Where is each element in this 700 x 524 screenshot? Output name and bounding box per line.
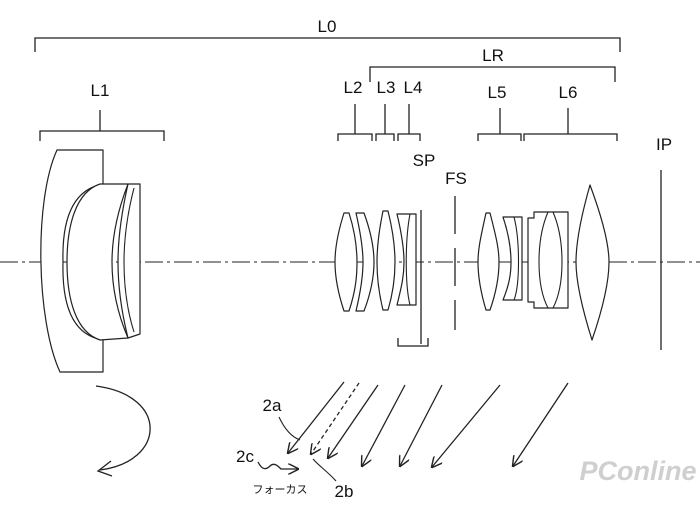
label-L2: L2 xyxy=(344,78,363,97)
label-focus: フォーカス xyxy=(253,483,308,496)
brackets xyxy=(34,37,621,141)
label-SP: SP xyxy=(413,151,436,170)
lens-group-L5 xyxy=(477,212,523,311)
arrow-L3 xyxy=(328,384,379,458)
label-2a: 2a xyxy=(263,396,282,415)
bracket-L4 xyxy=(397,104,421,141)
label-FS: FS xyxy=(445,169,467,188)
aperture-stop-SP xyxy=(397,210,429,347)
lens-L1-second-element xyxy=(66,183,129,341)
lens-L3-element xyxy=(376,210,396,311)
lens-L5-biconvex xyxy=(477,212,500,311)
lens-group-L4 xyxy=(396,213,417,306)
label-2c: 2c xyxy=(236,447,254,466)
movement-arrows xyxy=(257,381,569,482)
label-L6: L6 xyxy=(559,83,578,102)
trajectory-labels: 2a 2c 2b フォーカス xyxy=(236,396,353,501)
bracket-L3 xyxy=(375,104,395,141)
leader-2b xyxy=(312,458,337,482)
arrow-2a xyxy=(288,381,345,453)
arrow-L5 xyxy=(400,384,443,466)
lens-L1-front-element xyxy=(40,149,104,373)
lens-L2-second-element xyxy=(355,212,375,312)
bracket-L1 xyxy=(39,110,165,141)
lens-group-L3 xyxy=(376,210,396,311)
watermark-logo: PConline xyxy=(579,456,696,486)
label-L0: L0 xyxy=(318,17,337,36)
lens-L2-first-element xyxy=(334,212,358,312)
lens-group-L2 xyxy=(334,212,375,312)
arrow-2c-focus xyxy=(257,461,298,469)
lens-L1-cement-surface xyxy=(123,187,135,333)
bracket-L0 xyxy=(34,37,621,52)
lens-group-L1 xyxy=(40,149,141,373)
label-2b: 2b xyxy=(335,482,354,501)
group-labels: L0 LR L1 L2 L3 L4 L5 L6 SP FS IP xyxy=(91,17,672,188)
bracket-L2 xyxy=(337,104,373,141)
label-L3: L3 xyxy=(377,78,396,97)
lens-L6-cement-surface-right xyxy=(552,211,563,309)
stop-bracket xyxy=(397,338,429,347)
lens-group-L6 xyxy=(527,184,610,341)
arrow-L6 xyxy=(513,382,569,466)
label-IP: IP xyxy=(656,135,672,154)
bracket-L5 xyxy=(477,108,522,141)
lens-L5-doublet xyxy=(502,216,523,301)
arrow-L4 xyxy=(362,384,406,466)
bracket-L6 xyxy=(523,108,618,141)
arrow-L5b xyxy=(432,384,501,467)
lens-L6-doublet xyxy=(527,211,569,309)
lens-L6-biconvex xyxy=(575,184,610,341)
arrow-2b-dashed xyxy=(311,382,360,454)
lens-L6-cement-surface-left xyxy=(538,211,549,309)
leader-2a xyxy=(278,416,301,441)
label-L4: L4 xyxy=(404,78,423,97)
lens-L4-cement-surface xyxy=(405,213,411,306)
bracket-LR xyxy=(369,66,616,82)
label-L5: L5 xyxy=(488,83,507,102)
lens-L1-third-element xyxy=(117,183,141,339)
curved-arrow-head xyxy=(96,460,113,477)
label-L1: L1 xyxy=(91,81,110,100)
lens-L5-cement-surface xyxy=(513,216,520,301)
L1-movement-arrow xyxy=(95,385,151,477)
curved-arrow xyxy=(95,385,151,471)
label-LR: LR xyxy=(482,46,504,65)
